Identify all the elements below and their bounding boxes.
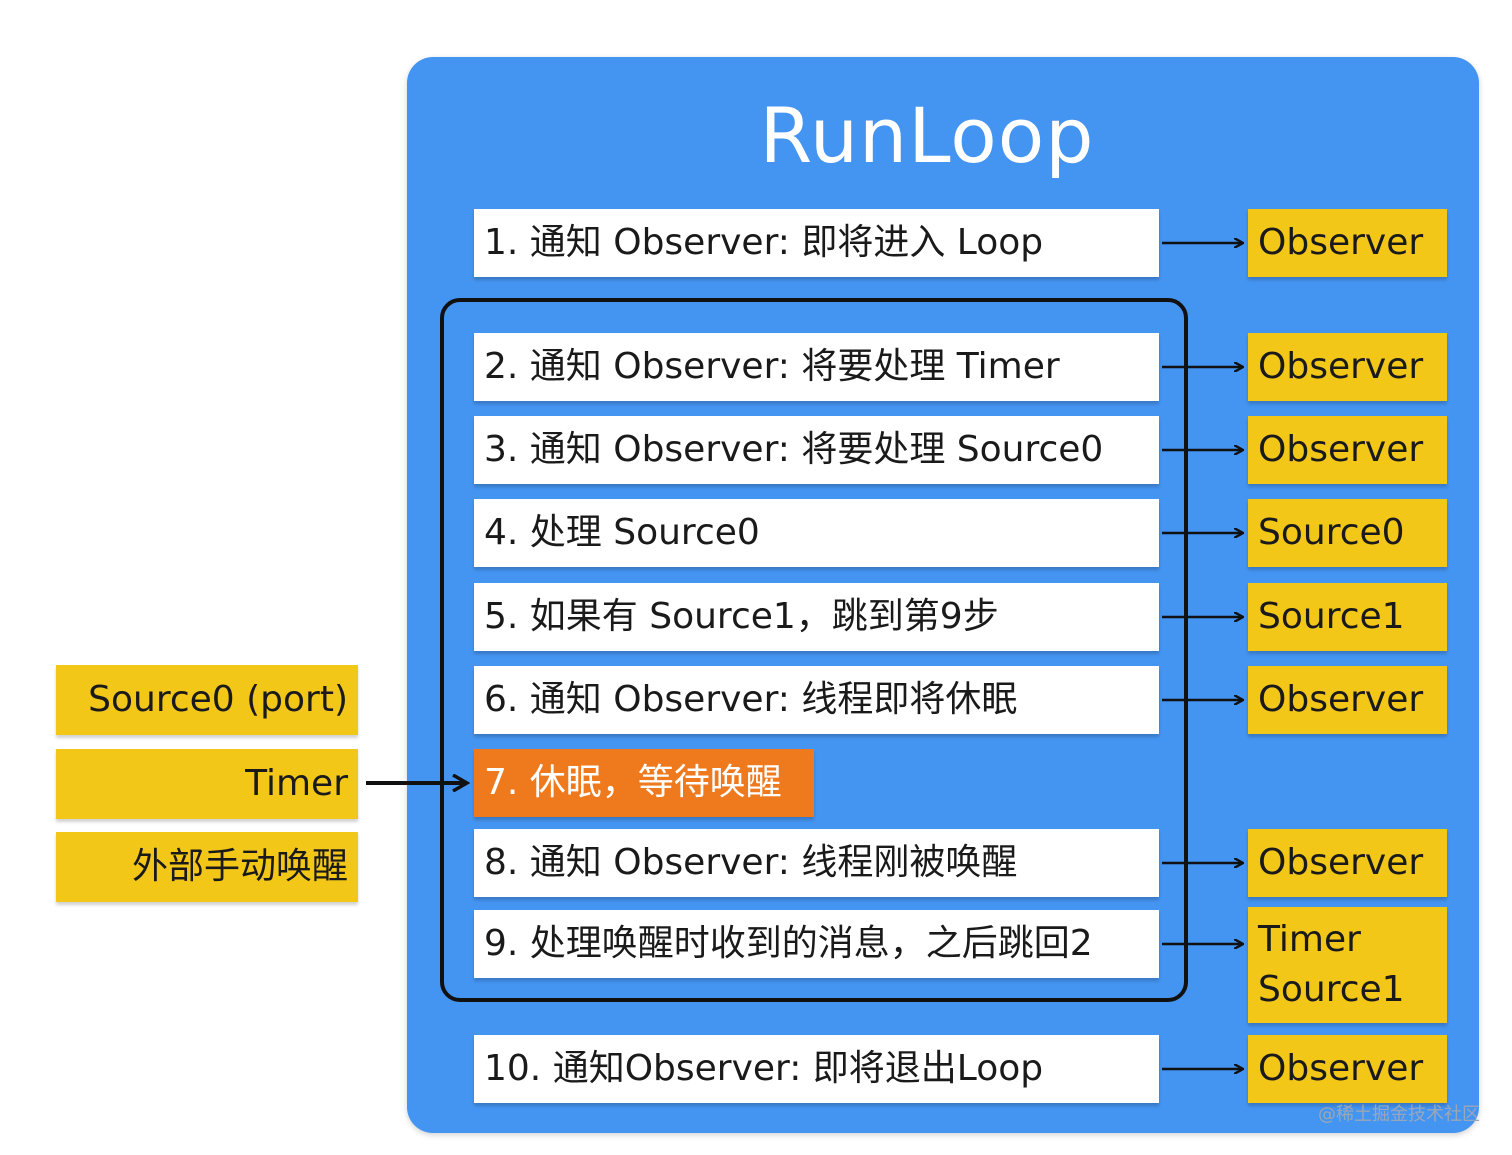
- target-step-9-timer: Timer: [1258, 919, 1361, 960]
- runloop-title: RunLoop: [759, 91, 1095, 180]
- target-step-4: Source0: [1248, 499, 1447, 567]
- target-step-6: Observer: [1248, 666, 1447, 734]
- target-step-2: Observer: [1248, 333, 1447, 401]
- target-step-3: Observer: [1248, 416, 1447, 484]
- step-9: 9. 处理唤醒时收到的消息，之后跳回2: [474, 910, 1159, 978]
- step-10: 10. 通知Observer: 即将退出Loop: [474, 1035, 1159, 1103]
- target-step-10: Observer: [1248, 1035, 1447, 1103]
- step-6: 6. 通知 Observer: 线程即将休眠: [474, 666, 1159, 734]
- loop-bracket: [440, 298, 1188, 1002]
- target-step-8: Observer: [1248, 829, 1447, 897]
- step-2: 2. 通知 Observer: 将要处理 Timer: [474, 333, 1159, 401]
- step-3: 3. 通知 Observer: 将要处理 Source0: [474, 416, 1159, 484]
- watermark: @稀土掘金技术社区: [1318, 1104, 1480, 1125]
- step-1: 1. 通知 Observer: 即将进入 Loop: [474, 209, 1159, 277]
- wake-source-manual: 外部手动唤醒: [56, 832, 358, 902]
- step-7-sleep: 7. 休眠，等待唤醒: [474, 749, 814, 817]
- step-5: 5. 如果有 Source1，跳到第9步: [474, 583, 1159, 651]
- step-4: 4. 处理 Source0: [474, 499, 1159, 567]
- wake-source-port: Source0 (port): [56, 665, 358, 735]
- target-step-9: Timer Source1: [1248, 907, 1447, 1023]
- target-step-5: Source1: [1248, 583, 1447, 651]
- wake-source-timer: Timer: [56, 749, 358, 819]
- target-step-1: Observer: [1248, 209, 1447, 277]
- target-step-9-source1: Source1: [1258, 969, 1405, 1010]
- step-8: 8. 通知 Observer: 线程刚被唤醒: [474, 829, 1159, 897]
